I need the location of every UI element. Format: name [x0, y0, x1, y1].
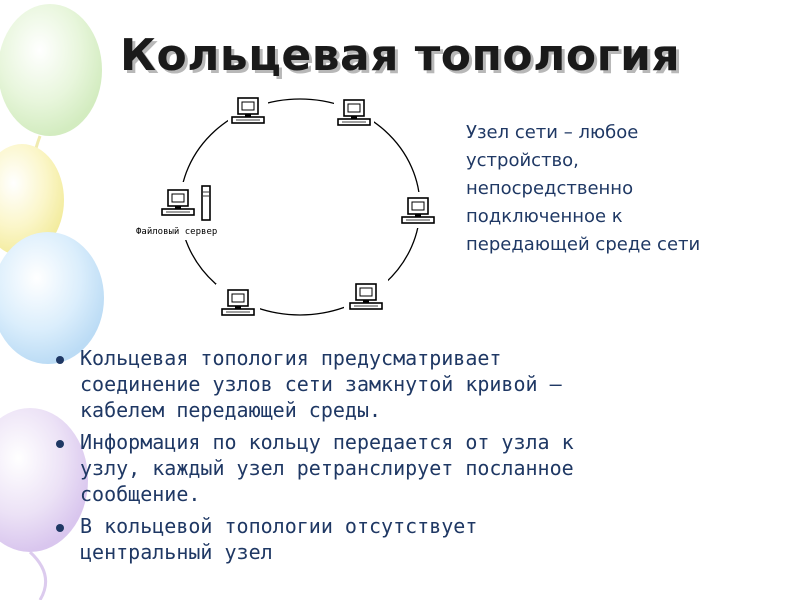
bullet-dot-icon: [56, 356, 64, 364]
balloon-string: [28, 550, 48, 600]
computer-node-3: [398, 192, 438, 228]
definition-line: непосредственно: [466, 178, 634, 199]
server-tower-icon: [201, 185, 211, 221]
file-server-node: Файловый сервер: [134, 182, 256, 240]
computer-node-1: [228, 93, 268, 127]
slide-title: Кольцевая топология: [120, 30, 681, 81]
bullet-item: Кольцевая топология предусматривает соед…: [54, 345, 774, 423]
bullet-line: кабелем передающей среды.: [80, 398, 382, 422]
bullet-item: Информация по кольцу передается от узла …: [54, 429, 774, 507]
computer-node-4: [344, 278, 388, 316]
balloon-purple: [0, 408, 88, 552]
server-caption: Файловый сервер: [136, 227, 217, 237]
bullet-line: сообщение.: [80, 482, 201, 506]
balloon-blue: [0, 232, 104, 364]
bullet-list: Кольцевая топология предусматривает соед…: [54, 345, 774, 571]
computer-node-2: [334, 95, 374, 129]
bullet-dot-icon: [56, 524, 64, 532]
bullet-line: соединение узлов сети замкнутой кривой –: [80, 372, 562, 396]
bullet-dot-icon: [56, 440, 64, 448]
bullet-line: центральный узел: [80, 540, 273, 564]
computer-node-5: [216, 284, 260, 322]
balloon-yellow: [0, 144, 64, 256]
bullet-line: Информация по кольцу передается от узла …: [80, 430, 574, 454]
bullet-line: Кольцевая топология предусматривает: [80, 346, 502, 370]
bullet-line: узлу, каждый узел ретранслирует посланно…: [80, 456, 574, 480]
definition-line: передающей среде сети: [466, 234, 701, 255]
bullet-line: В кольцевой топологии отсутствует: [80, 514, 478, 538]
definition-line: подключенное к: [466, 206, 623, 227]
definition-line: устройство,: [466, 150, 579, 171]
node-definition: Узел сети – любое устройство, непосредст…: [466, 119, 786, 259]
definition-line: Узел сети – любое: [466, 122, 639, 143]
bullet-item: В кольцевой топологии отсутствует центра…: [54, 513, 774, 565]
balloon-green: [0, 4, 102, 136]
